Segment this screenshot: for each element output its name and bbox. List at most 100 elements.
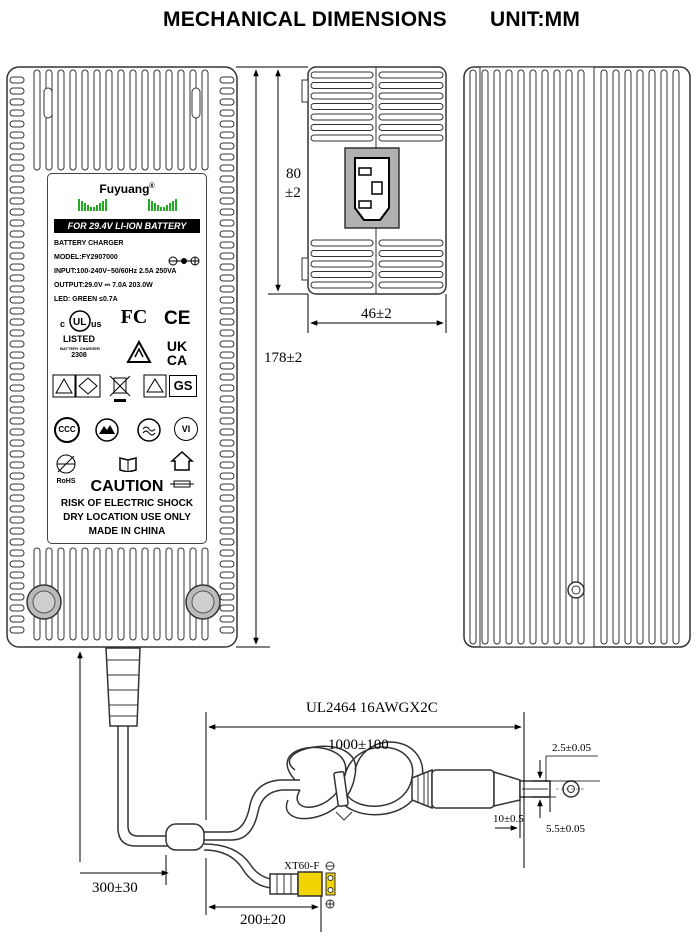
brand-text: Fuyuang: [99, 182, 150, 196]
rohs-mark: RoHS: [56, 478, 76, 485]
read-manual-icon: [118, 456, 138, 477]
battery-type-band: FOR 29.4V LI-ION BATTERY: [54, 219, 200, 233]
dc-plug-end-view: [556, 780, 586, 798]
cable-splitter: [165, 823, 205, 851]
svg-text:us: us: [91, 319, 102, 329]
vent-slot: [469, 69, 477, 645]
vent-slot: [219, 483, 235, 491]
vent-slot: [219, 505, 235, 513]
caution-title: CAUTION: [90, 478, 164, 495]
vent-slot: [310, 92, 374, 100]
vent-slot: [9, 582, 25, 590]
ce-mark: CE: [164, 308, 191, 329]
length-dimension: [236, 66, 270, 648]
vent-slot: [310, 239, 374, 247]
vent-slot: [9, 450, 25, 458]
vent-slot: [9, 362, 25, 370]
logo-bar: [81, 201, 83, 211]
vent-slot: [219, 604, 235, 612]
vent-slot: [9, 428, 25, 436]
vent-slot: [517, 69, 525, 645]
connector-type-label: XT60-F: [284, 860, 319, 872]
logo-bar: [78, 199, 80, 211]
vent-slot: [219, 494, 235, 502]
logo-bar: [169, 203, 171, 211]
vent-slot: [219, 197, 235, 205]
vent-slot: [219, 384, 235, 392]
vent-slot: [177, 547, 185, 641]
coiled-cable: [285, 741, 424, 821]
logo-bar: [175, 199, 177, 211]
vent-slot: [9, 494, 25, 502]
input-lead-length-value: 300±30: [92, 880, 138, 896]
cable-dimensions: [77, 651, 600, 932]
vent-slot: [9, 483, 25, 491]
vent-slot: [219, 615, 235, 623]
vent-slot: [219, 362, 235, 370]
logo-bar: [93, 207, 95, 211]
vent-slot: [378, 260, 444, 268]
vent-slot: [505, 69, 513, 645]
vent-slot: [9, 439, 25, 447]
cable-spec-value: UL2464 16AWGX2C: [306, 700, 438, 716]
vent-slot: [219, 296, 235, 304]
vent-slot: [310, 103, 374, 110]
vent-slot: [541, 69, 549, 645]
vent-slot: [219, 626, 235, 634]
vent-slot: [219, 263, 235, 271]
brand-logo: [78, 198, 178, 211]
charger-side-view: [301, 66, 447, 295]
vent-slot: [636, 69, 644, 645]
vent-slot: [177, 69, 185, 171]
vent-slot: [565, 69, 573, 645]
vent-slot: [310, 113, 374, 121]
vent-slot: [141, 69, 149, 171]
ukca-mark-bottom: CA: [166, 352, 188, 368]
logo-bar: [172, 201, 174, 211]
brand-name: Fuyuang®: [48, 182, 206, 196]
vent-slot: [378, 103, 444, 110]
vent-slot: [219, 285, 235, 293]
vent-slot: [378, 124, 444, 131]
polarity-icon: [166, 253, 202, 271]
width-value: 46±2: [361, 306, 392, 322]
logo-bar: [84, 203, 86, 211]
vent-slot: [660, 69, 668, 645]
socket-height-dimension: [268, 66, 308, 295]
caution-line-3: MADE IN CHINA: [88, 526, 166, 537]
vent-slot: [378, 71, 444, 79]
vent-slot: [624, 69, 632, 645]
fuse-icon: [170, 476, 194, 494]
vent-slot: [310, 124, 374, 131]
logo-bar: [148, 199, 150, 211]
vent-slot: [165, 69, 173, 171]
ccc-mark-icon: CCC: [54, 417, 80, 443]
vent-slot: [117, 69, 125, 171]
vent-slot: [219, 230, 235, 238]
vent-slot: [9, 318, 25, 326]
cable-assembly: [105, 647, 586, 909]
vent-slot: [219, 461, 235, 469]
socket-height-tolerance: ±2: [285, 185, 301, 201]
input-rating: INPUT:100-240V~50/60Hz 2.5A 250VA: [54, 268, 177, 275]
vent-slot: [219, 417, 235, 425]
vent-slot: [9, 98, 25, 106]
pin-inner-diameter-value: 2.5±0.05: [552, 742, 592, 754]
iec-c14-socket: [344, 147, 400, 229]
main-cable-length-value: 1000±100: [328, 737, 389, 753]
ukca-mark-top: UK: [166, 338, 188, 354]
vent-slot: [9, 131, 25, 139]
vent-slot: [9, 395, 25, 403]
vent-slot: [219, 549, 235, 557]
vent-slot: [9, 417, 25, 425]
vent-slot: [310, 82, 374, 89]
vent-slot: [9, 175, 25, 183]
vent-slot: [69, 69, 77, 171]
efficiency-level-mark: VI: [174, 417, 198, 441]
vent-slot: [9, 472, 25, 480]
plug-length-value: 10±0.5: [493, 813, 524, 825]
led-indicator-info: LED: GREEN ≤0.7A: [54, 296, 118, 303]
logo-bar: [163, 207, 165, 211]
vent-slot: [9, 274, 25, 282]
vent-slot: [153, 69, 161, 171]
